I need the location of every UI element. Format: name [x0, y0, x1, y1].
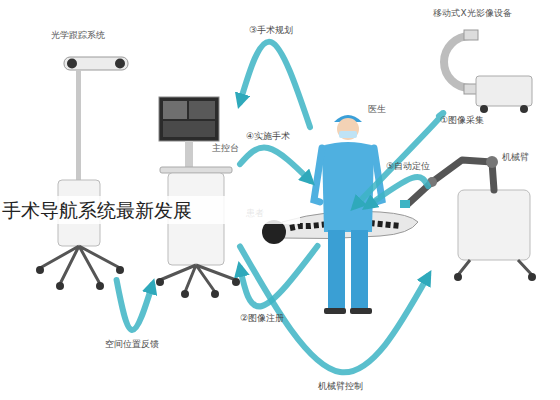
doctor-torso	[322, 142, 374, 232]
step-label: ③手术规划	[249, 25, 293, 36]
doctor-leg	[351, 230, 368, 310]
title-band: 手术导航系统最新发展	[0, 196, 300, 224]
wheel	[116, 266, 124, 274]
step-label: ①图像采集	[440, 115, 484, 126]
wheel	[454, 273, 462, 281]
robot-joint	[486, 156, 498, 168]
robot-base	[458, 190, 530, 260]
device-node: 机械臂	[428, 150, 540, 280]
node-label: 主控台	[212, 143, 239, 154]
camera-lens	[115, 59, 125, 69]
node-label: 机械臂	[502, 152, 529, 163]
shoe	[324, 308, 346, 314]
wheel	[211, 290, 219, 298]
flow-arrow	[355, 113, 443, 206]
flow-arrow	[240, 42, 310, 127]
camera-lens	[67, 59, 77, 69]
screen-image	[189, 101, 215, 119]
surgical-mask	[339, 131, 357, 138]
device-node: 光学跟踪系统	[28, 30, 128, 280]
x-ray-source	[464, 30, 478, 40]
step-label: 空间位置反馈	[105, 339, 159, 350]
end-effector	[400, 200, 410, 208]
robot-legs	[458, 260, 532, 275]
screen-image	[163, 101, 187, 119]
step-label: 机械臂控制	[318, 381, 363, 392]
robot-joint	[427, 177, 437, 187]
wheel	[56, 282, 64, 290]
c-arm-illustration	[444, 30, 532, 113]
node-label: 医生	[368, 104, 386, 115]
flow-arrow	[240, 246, 318, 306]
step-label: ④实施手术	[246, 131, 290, 142]
monitor-stand	[185, 141, 193, 169]
wheel	[232, 278, 240, 286]
c-arm	[444, 36, 470, 88]
doctor-head	[337, 118, 359, 140]
screen-image	[163, 121, 215, 137]
stand-pole	[76, 70, 81, 182]
wheel	[480, 105, 488, 113]
node-label: 移动式X光影像设备	[400, 8, 545, 19]
wheel	[181, 290, 189, 298]
console-legs	[160, 265, 236, 292]
step-label: ②图像注册	[240, 313, 284, 324]
wheel	[96, 282, 104, 290]
flow-arrow	[117, 280, 153, 330]
robot-arm-illustration	[400, 156, 536, 281]
flow-arrow	[240, 148, 310, 181]
shoe	[350, 308, 372, 314]
wheel	[36, 266, 44, 274]
doctor-illustration	[314, 115, 382, 314]
flow-arrow	[368, 177, 428, 206]
wheel	[528, 273, 536, 281]
node-label: 光学跟踪系统	[28, 30, 128, 41]
doctor-arms	[314, 148, 382, 202]
wheel	[520, 105, 528, 113]
c-arm-base	[476, 76, 532, 106]
step-label: ⑤自动定位	[386, 161, 430, 172]
device-node: 主控台	[150, 95, 240, 285]
title: 手术导航系统最新发展	[2, 199, 192, 221]
monitor	[159, 97, 219, 141]
device-node: 医生	[310, 104, 386, 316]
keyboard-shelf	[160, 167, 232, 173]
tracking-system-illustration	[36, 57, 128, 290]
stand-legs	[40, 246, 120, 284]
doctor-leg	[328, 230, 345, 310]
wheel	[156, 278, 164, 286]
device-node: 移动式X光影像设备	[400, 8, 545, 116]
flow-arrow	[240, 246, 428, 372]
camera-bar	[64, 57, 128, 70]
